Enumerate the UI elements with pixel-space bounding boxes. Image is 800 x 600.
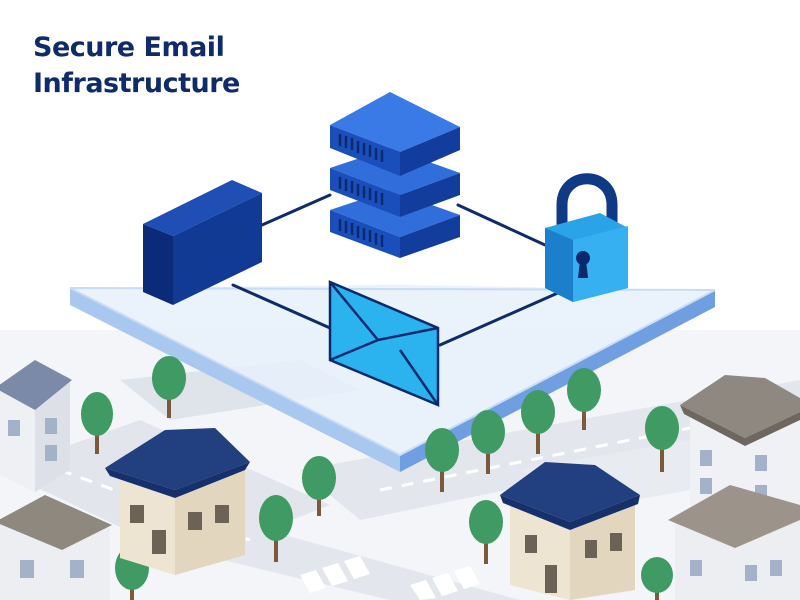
padlock-icon bbox=[545, 173, 628, 302]
tree-icon bbox=[425, 428, 459, 492]
hanok-house-icon bbox=[500, 462, 640, 600]
title-line-2: Infrastructure bbox=[33, 68, 240, 99]
house-icon bbox=[668, 485, 800, 600]
tree-icon bbox=[567, 368, 601, 430]
house-icon bbox=[0, 360, 72, 492]
houses bbox=[0, 360, 800, 600]
tree-icon bbox=[259, 495, 293, 562]
tree-icon bbox=[81, 392, 113, 454]
tree-icon bbox=[152, 356, 186, 418]
envelope-icon bbox=[328, 280, 440, 407]
house-icon bbox=[0, 495, 112, 600]
tree-icon bbox=[302, 456, 336, 516]
tree-icon bbox=[469, 500, 503, 564]
trees bbox=[81, 356, 679, 600]
storage-block-icon bbox=[143, 180, 262, 305]
connection-lines bbox=[231, 193, 562, 347]
tree-icon bbox=[645, 406, 679, 472]
tree-icon bbox=[471, 410, 505, 474]
page-title: Secure Email Infrastructure bbox=[33, 30, 240, 102]
server-rack-icon bbox=[330, 92, 460, 258]
title-line-1: Secure Email bbox=[33, 32, 225, 63]
tree-icon bbox=[641, 557, 673, 600]
hanok-house-icon bbox=[680, 375, 800, 525]
tree-icon bbox=[521, 390, 555, 454]
hanok-house-icon bbox=[105, 428, 250, 575]
